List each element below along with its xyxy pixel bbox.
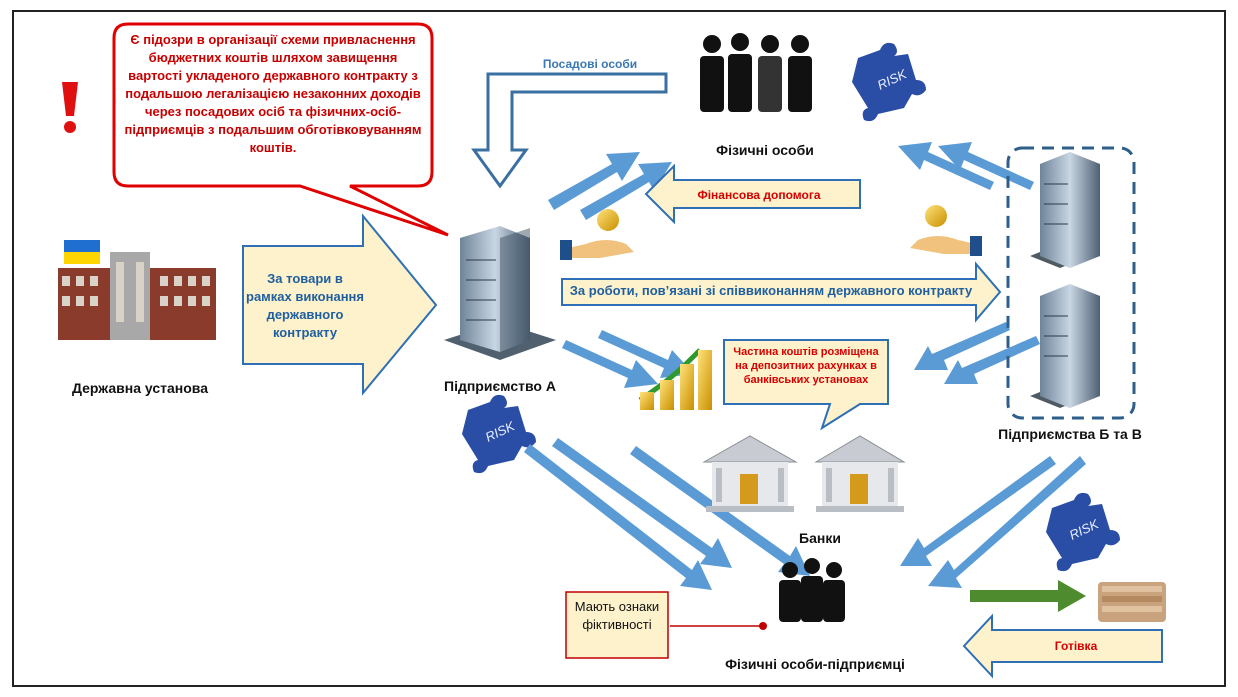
cash-label-arrow: [962, 613, 1163, 679]
fictitious-label: Мають ознаки фіктивності: [574, 599, 660, 632]
callout-text: Є підозри в організації схеми привласнен…: [124, 32, 422, 155]
flow-arrows: [548, 142, 1086, 588]
goods-arrow-label: За товари в рамках виконання державного …: [246, 271, 364, 340]
officials-label: Посадові особи: [542, 57, 638, 71]
cash-label: Готівка: [1054, 639, 1098, 653]
hand-coin-icon: [910, 205, 982, 256]
works-arrow: [561, 261, 1002, 323]
goods-arrow: [242, 213, 438, 396]
state-institution-label: Державна установа: [71, 380, 208, 396]
deposits-label: Частина коштів розміщена на депозитних р…: [733, 346, 879, 386]
fictitious-box: [565, 591, 669, 659]
government-building-image: [58, 240, 216, 340]
banks-label: Банки: [799, 530, 841, 546]
connector-dot: [759, 622, 767, 630]
risk-puzzle-icon: RISK: [1046, 492, 1120, 572]
deposits-callout: [723, 339, 889, 431]
individuals-silhouettes: [700, 33, 812, 112]
enterprise-b-building: [1030, 152, 1100, 268]
hand-coin-icon: [560, 209, 634, 260]
risk-puzzle-icon: RISK: [462, 394, 536, 474]
cash-stack-icon: [1098, 582, 1166, 622]
financial-aid-arrow: [644, 163, 861, 225]
risk-puzzle-icon: RISK: [852, 42, 926, 122]
exclamation-icon: [62, 82, 78, 133]
diagram-frame: [12, 10, 1226, 687]
works-arrow-label: За роботи, пов’язані зі співвиконанням д…: [569, 283, 973, 298]
officials-outline-arrow: [471, 72, 668, 189]
enterprises-bv-label: Підприємства Б та В: [998, 426, 1142, 442]
enterprises-group-border: [1006, 146, 1136, 420]
financial-aid-label: Фінансова допомога: [697, 188, 821, 202]
cash-arrow: [970, 580, 1086, 612]
bank-building-icon: [702, 435, 798, 512]
entrepreneurs-label: Фізичні особи-підприємці: [725, 656, 905, 672]
entrepreneurs-silhouettes: [779, 558, 845, 622]
enterprise-a-building: [444, 226, 556, 360]
bank-building-icon: [814, 435, 906, 512]
individuals-label: Фізичні особи: [716, 142, 814, 158]
flow-arrows-extra: [524, 444, 712, 590]
callout-bubble: [112, 22, 449, 237]
coins-growth-icon: [638, 348, 712, 410]
enterprise-v-building: [1030, 284, 1100, 408]
enterprise-a-label: Підприємство А: [444, 378, 556, 394]
